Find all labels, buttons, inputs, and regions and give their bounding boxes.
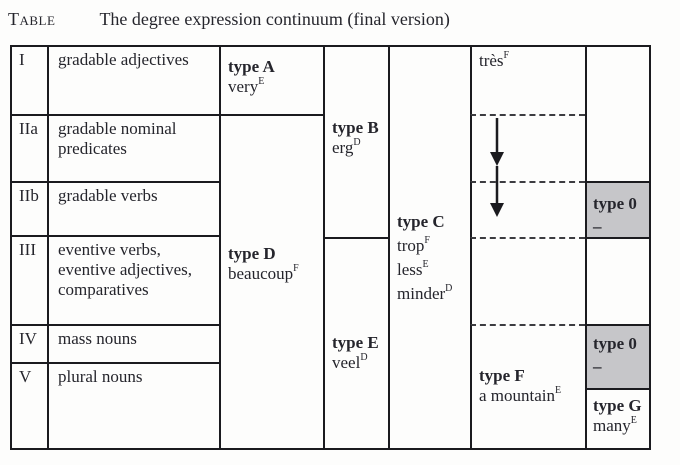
cell-type-d: type D beaucoupF (219, 114, 323, 448)
type-c-word-2-lang-sup: E (422, 259, 429, 271)
cell-type-e: type E veelD (323, 237, 388, 448)
cell-arrow-lower (470, 181, 585, 237)
tres-block: trèsF (472, 47, 585, 71)
cell-type-b: type B ergD (323, 47, 388, 237)
type-c-word-2-text: less (397, 260, 423, 279)
type-a-word-text: very (228, 77, 259, 96)
type-g-name: type G (593, 396, 642, 415)
row-desc-gradable-adjectives: gradable adjectives (47, 47, 219, 114)
row-label-I-text: I (19, 50, 25, 69)
type-0-lower-block: type 0 – (587, 326, 649, 378)
row-label-IIb-text: IIb (19, 186, 39, 205)
row-label-IV: IV (12, 324, 47, 362)
row-label-IV-text: IV (19, 329, 37, 348)
row-desc-plural-nouns: plural nouns (47, 362, 219, 448)
type-d-block: type D beaucoupF (221, 116, 323, 284)
type-0-upper-block: type 0 – (587, 183, 649, 237)
type-g-word-lang-sup: E (630, 415, 638, 427)
type-f-block: type F a mountainE (472, 326, 585, 406)
type-c-word-1-text: trop (397, 236, 425, 255)
row-label-III-text: III (19, 240, 36, 259)
table-caption-label: Table (8, 9, 56, 29)
type-a-word-lang-sup: E (258, 76, 265, 88)
type-g-block: type G manyE (587, 390, 649, 436)
row-label-V: V (12, 362, 47, 448)
type-0-upper-dash: – (593, 217, 602, 236)
row-desc-eventive: eventive verbs, eventive adjectives, com… (47, 235, 219, 324)
row-desc-gradable-verbs: gradable verbs (47, 181, 219, 235)
type-c-word-1-lang-sup: F (424, 235, 431, 247)
type-b-word-lang-sup: D (353, 137, 361, 149)
type-g-word: manyE (593, 416, 649, 436)
row-desc-gradable-nominal-predicates: gradable nominal predicates (47, 114, 219, 181)
cell-empty-mid (470, 237, 585, 324)
type-c-block: type C tropF lessE minderD (390, 47, 470, 306)
cell-type-g: type G manyE (585, 388, 649, 448)
cell-empty-top-right (585, 47, 649, 181)
type-d-word: beaucoupF (228, 264, 323, 284)
row-label-IIa: IIa (12, 114, 47, 181)
type-a-block: type A veryE (221, 47, 323, 97)
cell-type-a: type A veryE (219, 47, 323, 114)
row-label-IIa-text: IIa (19, 119, 38, 138)
type-e-word-lang-sup: D (360, 352, 368, 364)
type-e-name: type E (332, 333, 379, 352)
row-desc-IV-text: mass nouns (58, 329, 137, 348)
type-e-word-text: veel (332, 353, 361, 372)
tres-word-text: très (479, 51, 504, 70)
type-0-upper-name: type 0 (593, 194, 637, 213)
type-b-name: type B (332, 118, 379, 137)
type-d-name: type D (228, 244, 276, 263)
type-0-lower-dash: – (593, 357, 602, 376)
row-label-IIb: IIb (12, 181, 47, 235)
cell-type-c: type C tropF lessE minderD (388, 47, 470, 448)
type-f-word: a mountainE (479, 386, 585, 406)
type-c-word-3: minderD (397, 282, 470, 306)
type-d-word-text: beaucoup (228, 264, 294, 283)
type-c-word-3-lang-sup: D (445, 283, 453, 295)
row-desc-I-text: gradable adjectives (58, 50, 189, 69)
row-desc-mass-nouns: mass nouns (47, 324, 219, 362)
type-0-lower-name: type 0 (593, 334, 637, 353)
row-desc-IIb-text: gradable verbs (58, 186, 158, 205)
row-desc-V-text: plural nouns (58, 367, 143, 386)
type-e-word: veelD (332, 353, 388, 373)
cell-empty-mid-right (585, 237, 649, 324)
type-c-word-1: tropF (397, 234, 470, 258)
row-label-V-text: V (19, 367, 32, 386)
table-caption: Table The degree expression continuum (fi… (8, 9, 450, 30)
cell-type-0-upper: type 0 – (585, 181, 649, 237)
cell-type-f: type F a mountainE (470, 324, 585, 448)
type-c-name: type C (397, 212, 445, 231)
table-caption-text: The degree expression continuum (final v… (99, 9, 450, 29)
row-desc-III-text: eventive verbs, eventive adjectives, com… (58, 240, 193, 299)
type-f-word-lang-sup: E (555, 385, 562, 397)
type-d-word-lang-sup: F (293, 263, 300, 275)
type-b-block: type B ergD (325, 47, 388, 158)
type-c-word-3-text: minder (397, 284, 446, 303)
cell-arrow-upper (470, 114, 585, 181)
row-desc-IIa-text: gradable nominal predicates (58, 119, 177, 158)
type-f-name: type F (479, 366, 525, 385)
row-label-I: I (12, 47, 47, 114)
row-label-III: III (12, 235, 47, 324)
type-e-block: type E veelD (325, 239, 388, 373)
type-f-word-text: a mountain (479, 386, 556, 405)
type-b-word-text: erg (332, 138, 354, 157)
degree-expression-table: I IIa IIb III IV V gradable adjectives g… (10, 45, 651, 450)
type-a-name: type A (228, 57, 275, 76)
type-c-word-2: lessE (397, 258, 470, 282)
type-a-word: veryE (228, 77, 323, 97)
type-g-word-text: many (593, 416, 631, 435)
cell-tres: trèsF (470, 47, 585, 114)
type-b-word: ergD (332, 138, 388, 158)
cell-type-0-lower: type 0 – (585, 324, 649, 388)
tres-lang-sup: F (503, 50, 510, 62)
